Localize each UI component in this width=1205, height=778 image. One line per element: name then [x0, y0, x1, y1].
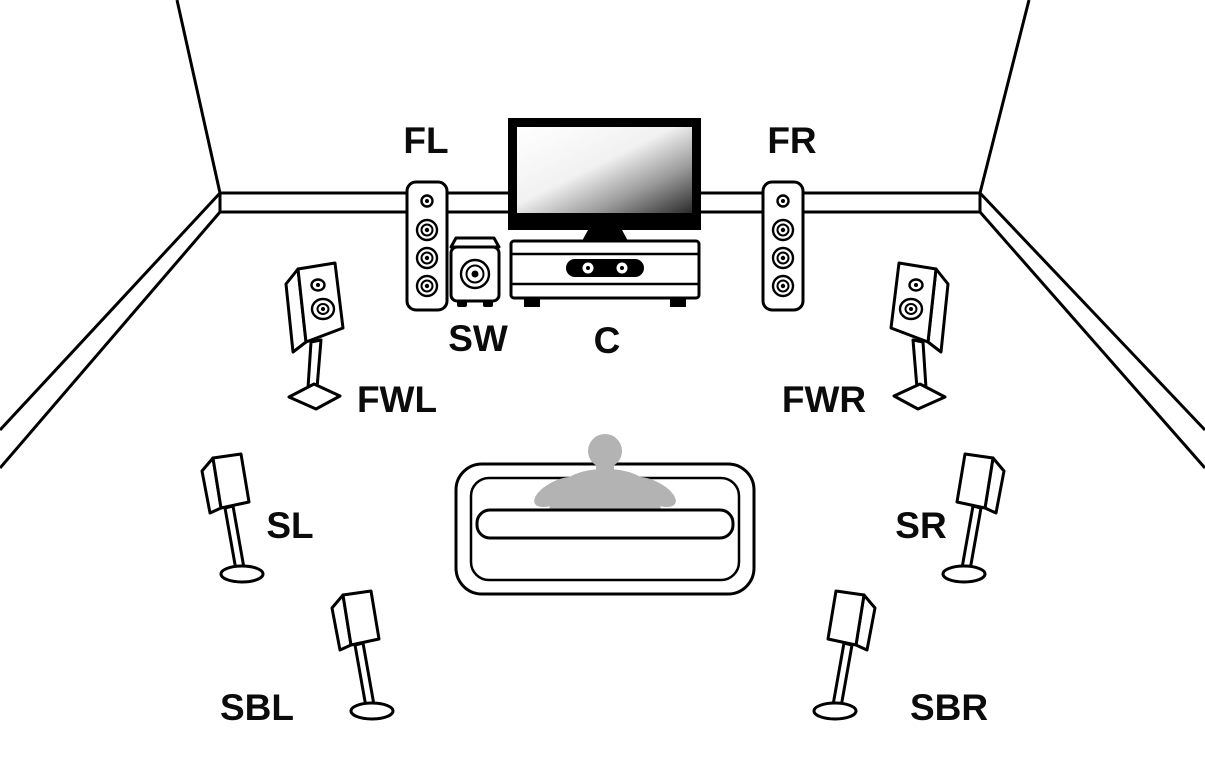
label-surround-left: SL [266, 505, 313, 546]
label-surround-back-left: SBL [220, 687, 294, 728]
label-subwoofer: SW [448, 318, 508, 359]
subwoofer [449, 236, 501, 307]
label-front-wide-left: FWL [357, 379, 437, 420]
surround-back-left-speaker [330, 589, 395, 721]
av-rack [509, 239, 701, 307]
front-wide-right-speaker [889, 261, 950, 411]
label-front-left: FL [403, 120, 448, 161]
listener [534, 434, 676, 512]
surround-right-speaker [941, 452, 1006, 584]
rack-foot-right [670, 298, 686, 307]
label-center: C [594, 320, 621, 361]
surround-left-speaker [200, 452, 265, 584]
label-front-wide-right: FWR [782, 379, 866, 420]
center-speaker [566, 259, 644, 277]
tv-screen [517, 127, 692, 213]
front-left-speaker [405, 180, 449, 312]
rack-foot-left [524, 298, 540, 307]
label-surround-right: SR [895, 505, 946, 546]
label-surround-back-right: SBR [910, 687, 988, 728]
sofa [454, 434, 756, 596]
sofa-cushion [475, 508, 735, 540]
front-right-speaker [761, 180, 805, 312]
label-front-right: FR [767, 120, 816, 161]
surround-back-right-speaker [812, 589, 877, 721]
tv-stand [582, 230, 628, 241]
front-wide-left-speaker [284, 261, 345, 411]
tv [508, 118, 701, 241]
